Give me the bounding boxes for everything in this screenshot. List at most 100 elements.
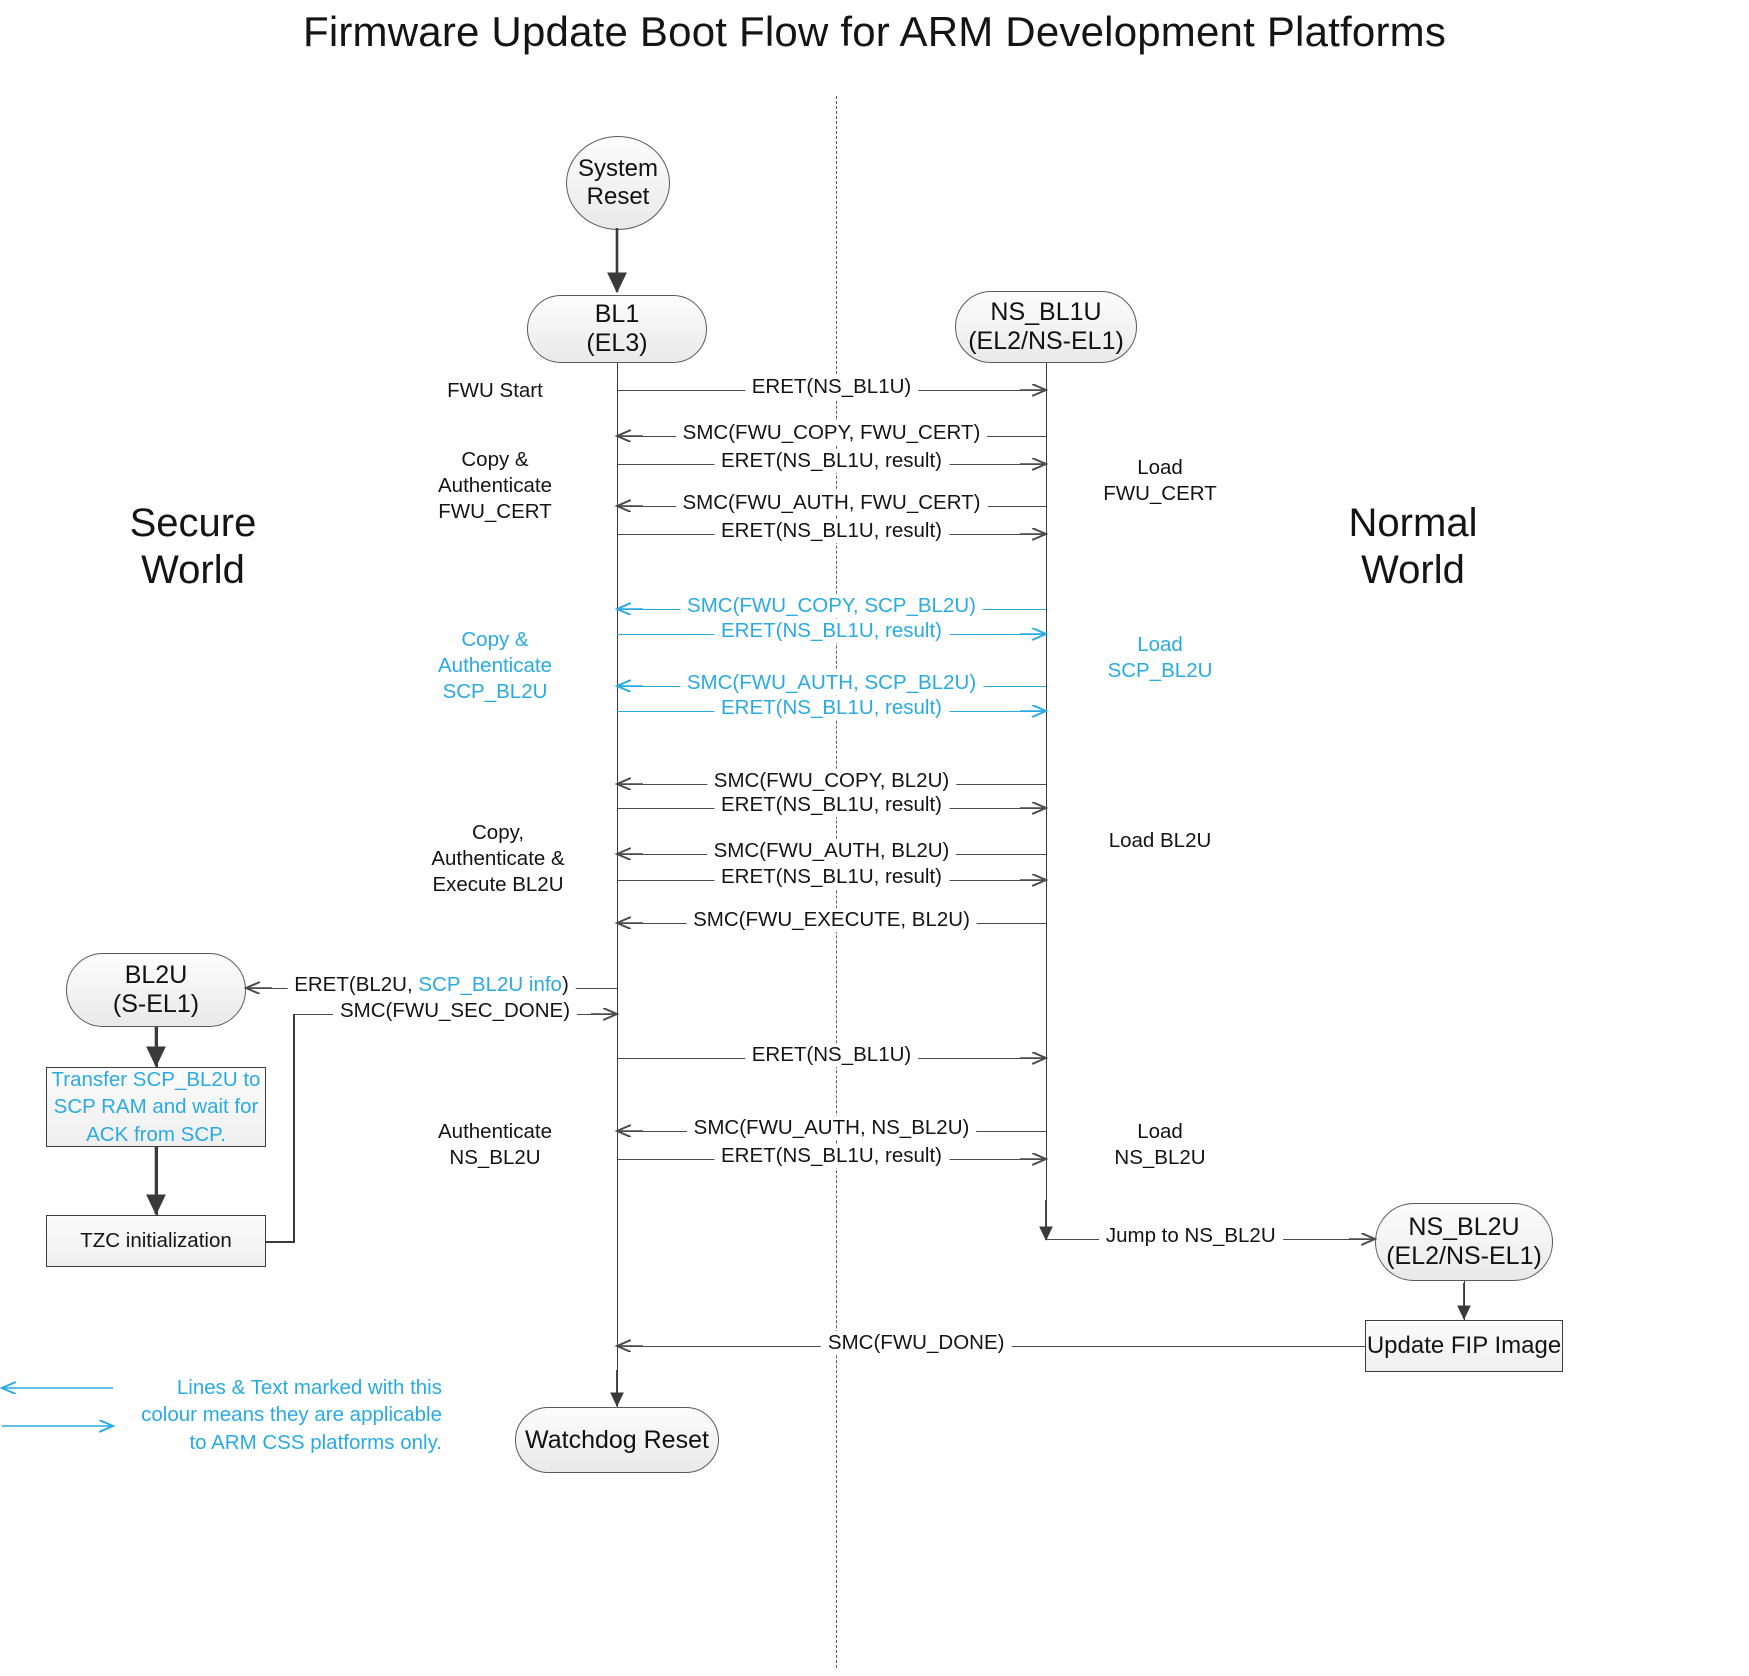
- connector-bl2u-to-transfer: [156, 1027, 158, 1067]
- system-reset-line2: Reset: [586, 183, 650, 210]
- lifeline-bl1: [617, 363, 618, 1407]
- ns-bl1u-line1: NS_BL1U: [990, 298, 1102, 326]
- message-row-smc-sec-done: SMC(FWU_SEC_DONE): [293, 999, 617, 1023]
- bl1-line2: (EL3): [586, 329, 648, 357]
- legend-l3: to ARM CSS platforms only.: [189, 1430, 442, 1454]
- connector-tzc-elbow-vertical: [293, 1014, 295, 1241]
- side-label-copy-auth-exec-bl2u: Copy, Authenticate & Execute BL2U: [398, 820, 598, 899]
- message-label: ERET(NS_BL1U, result): [713, 1144, 950, 1168]
- update-fip-label: Update FIP Image: [1366, 1332, 1562, 1360]
- message-row-m13: ERET(NS_BL1U, result): [617, 865, 1046, 889]
- fwu-start-text: FWU Start: [447, 379, 543, 402]
- load-scp-l2: SCP_BL2U: [1107, 659, 1213, 683]
- message-label: SMC(FWU_COPY, FWU_CERT): [675, 421, 988, 445]
- eret-bl2u-scp-info: SCP_BL2U info: [418, 973, 562, 996]
- load-cert-l1: Load: [1137, 456, 1183, 479]
- node-ns-bl2u[interactable]: NS_BL2U (EL2/NS-EL1): [1375, 1203, 1553, 1281]
- message-row-m11: ERET(NS_BL1U, result): [617, 793, 1046, 817]
- copy-auth-exec-l2: Authenticate &: [431, 847, 565, 871]
- message-label: SMC(FWU_AUTH, SCP_BL2U): [679, 671, 984, 695]
- message-row-m6: SMC(FWU_COPY, SCP_BL2U): [617, 594, 1046, 618]
- connector-transfer-to-tzc: [156, 1147, 158, 1215]
- message-row-m20: Jump to NS_BL2U: [1046, 1224, 1375, 1248]
- page-title: Firmware Update Boot Flow for ARM Develo…: [302, 8, 1447, 55]
- message-row-m18: SMC(FWU_AUTH, NS_BL2U): [617, 1116, 1046, 1140]
- eret-bl2u-pre: ERET(BL2U,: [294, 973, 419, 996]
- message-row-m4: SMC(FWU_AUTH, FWU_CERT): [617, 491, 1046, 515]
- transfer-scp-line3: ACK from SCP.: [86, 1122, 226, 1146]
- copy-auth-scp-l2: Authenticate: [438, 654, 552, 678]
- message-label: Jump to NS_BL2U: [1098, 1224, 1283, 1248]
- message-row-m2: SMC(FWU_COPY, FWU_CERT): [617, 421, 1046, 445]
- ns-bl1u-line2: (EL2/NS-EL1): [968, 327, 1124, 355]
- message-label: ERET(NS_BL1U, result): [713, 519, 950, 543]
- side-label-load-ns-bl2u: Load NS_BL2U: [1070, 1119, 1250, 1171]
- message-row-m10: SMC(FWU_COPY, BL2U): [617, 769, 1046, 793]
- auth-ns-bl2u-l1: Authenticate: [438, 1120, 552, 1143]
- message-label: SMC(FWU_AUTH, NS_BL2U): [686, 1116, 977, 1140]
- message-label: ERET(NS_BL1U, result): [713, 793, 950, 817]
- side-label-copy-auth-cert: Copy & Authenticate FWU_CERT: [400, 447, 590, 526]
- legend-l1: Lines & Text marked with this: [176, 1376, 442, 1399]
- lifeline-ns-bl2u: [1464, 1281, 1465, 1320]
- normal-world-line2: World: [1361, 548, 1465, 593]
- copy-auth-scp-l1: Copy &: [461, 628, 529, 651]
- side-label-load-scp: Load SCP_BL2U: [1070, 632, 1250, 684]
- node-watchdog-reset[interactable]: Watchdog Reset: [515, 1407, 719, 1473]
- legend-l2: colour means they are applicable: [141, 1403, 442, 1427]
- ns-bl2u-line2: (EL2/NS-EL1): [1386, 1242, 1542, 1270]
- transfer-scp-line1: Transfer SCP_BL2U to: [51, 1068, 261, 1092]
- bl2u-line2: (S-EL1): [112, 990, 200, 1018]
- copy-auth-exec-l1: Copy,: [471, 821, 525, 844]
- copy-auth-cert-l3: FWU_CERT: [438, 500, 552, 524]
- load-ns-bl2u-l2: NS_BL2U: [1114, 1146, 1206, 1170]
- message-label: ERET(BL2U, SCP_BL2U info): [287, 973, 576, 997]
- message-row-m19: ERET(NS_BL1U, result): [617, 1144, 1046, 1168]
- secure-world-label: Secure World: [78, 500, 308, 594]
- message-label: ERET(NS_BL1U, result): [713, 619, 950, 643]
- system-reset-line1: System: [577, 155, 658, 183]
- normal-world-label: Normal World: [1298, 500, 1528, 594]
- message-label: SMC(FWU_EXECUTE, BL2U): [686, 908, 977, 932]
- watchdog-reset-label: Watchdog Reset: [525, 1425, 709, 1454]
- message-row-m12: SMC(FWU_AUTH, BL2U): [617, 839, 1046, 863]
- message-label: ERET(NS_BL1U, result): [713, 865, 950, 889]
- side-label-auth-ns-bl2u: Authenticate NS_BL2U: [400, 1119, 590, 1171]
- copy-auth-cert-l2: Authenticate: [438, 474, 552, 498]
- message-row-m1: ERET(NS_BL1U): [617, 375, 1046, 399]
- message-row-eret-bl2u: ERET(BL2U, SCP_BL2U info): [246, 973, 617, 997]
- normal-world-line1: Normal: [1348, 501, 1478, 545]
- message-label: SMC(FWU_DONE): [820, 1331, 1012, 1355]
- eret-bl2u-post: ): [561, 973, 569, 996]
- message-row-m5: ERET(NS_BL1U, result): [617, 519, 1046, 543]
- node-ns-bl1u[interactable]: NS_BL1U (EL2/NS-EL1): [955, 291, 1137, 363]
- box-tzc-initialization[interactable]: TZC initialization: [46, 1215, 266, 1267]
- message-row-m21: SMC(FWU_DONE): [617, 1331, 1365, 1355]
- message-label: ERET(NS_BL1U): [744, 375, 919, 399]
- side-label-fwu-start: FWU Start: [400, 378, 590, 404]
- message-label: ERET(NS_BL1U): [744, 1043, 919, 1067]
- load-bl2u-l1: Load BL2U: [1108, 829, 1212, 852]
- load-scp-l1: Load: [1137, 633, 1183, 656]
- message-label: ERET(NS_BL1U, result): [713, 696, 950, 720]
- ns-bl2u-line1: NS_BL2U: [1408, 1213, 1520, 1241]
- node-system-reset[interactable]: System Reset: [566, 136, 670, 230]
- connector-tzc-elbow-horizontal: [266, 1241, 295, 1243]
- message-label: SMC(FWU_AUTH, FWU_CERT): [675, 491, 988, 515]
- copy-auth-exec-l3: Execute BL2U: [432, 873, 564, 897]
- node-bl1[interactable]: BL1 (EL3): [527, 295, 707, 363]
- bl1-line1: BL1: [594, 300, 640, 328]
- legend-text: Lines & Text marked with this colour mea…: [130, 1374, 442, 1456]
- secure-world-line1: Secure: [129, 501, 257, 545]
- load-ns-bl2u-l1: Load: [1137, 1120, 1183, 1143]
- load-cert-l2: FWU_CERT: [1103, 482, 1217, 506]
- auth-ns-bl2u-l2: NS_BL2U: [449, 1146, 541, 1170]
- lifeline-ns-bl1u: [1046, 363, 1047, 1239]
- box-update-fip-image[interactable]: Update FIP Image: [1365, 1320, 1563, 1372]
- box-transfer-scp-bl2u[interactable]: Transfer SCP_BL2U to SCP RAM and wait fo…: [46, 1067, 266, 1147]
- message-label: SMC(FWU_COPY, BL2U): [706, 769, 957, 793]
- node-bl2u[interactable]: BL2U (S-EL1): [66, 953, 246, 1027]
- message-label: SMC(FWU_AUTH, BL2U): [706, 839, 957, 863]
- message-label: SMC(FWU_SEC_DONE): [332, 999, 578, 1023]
